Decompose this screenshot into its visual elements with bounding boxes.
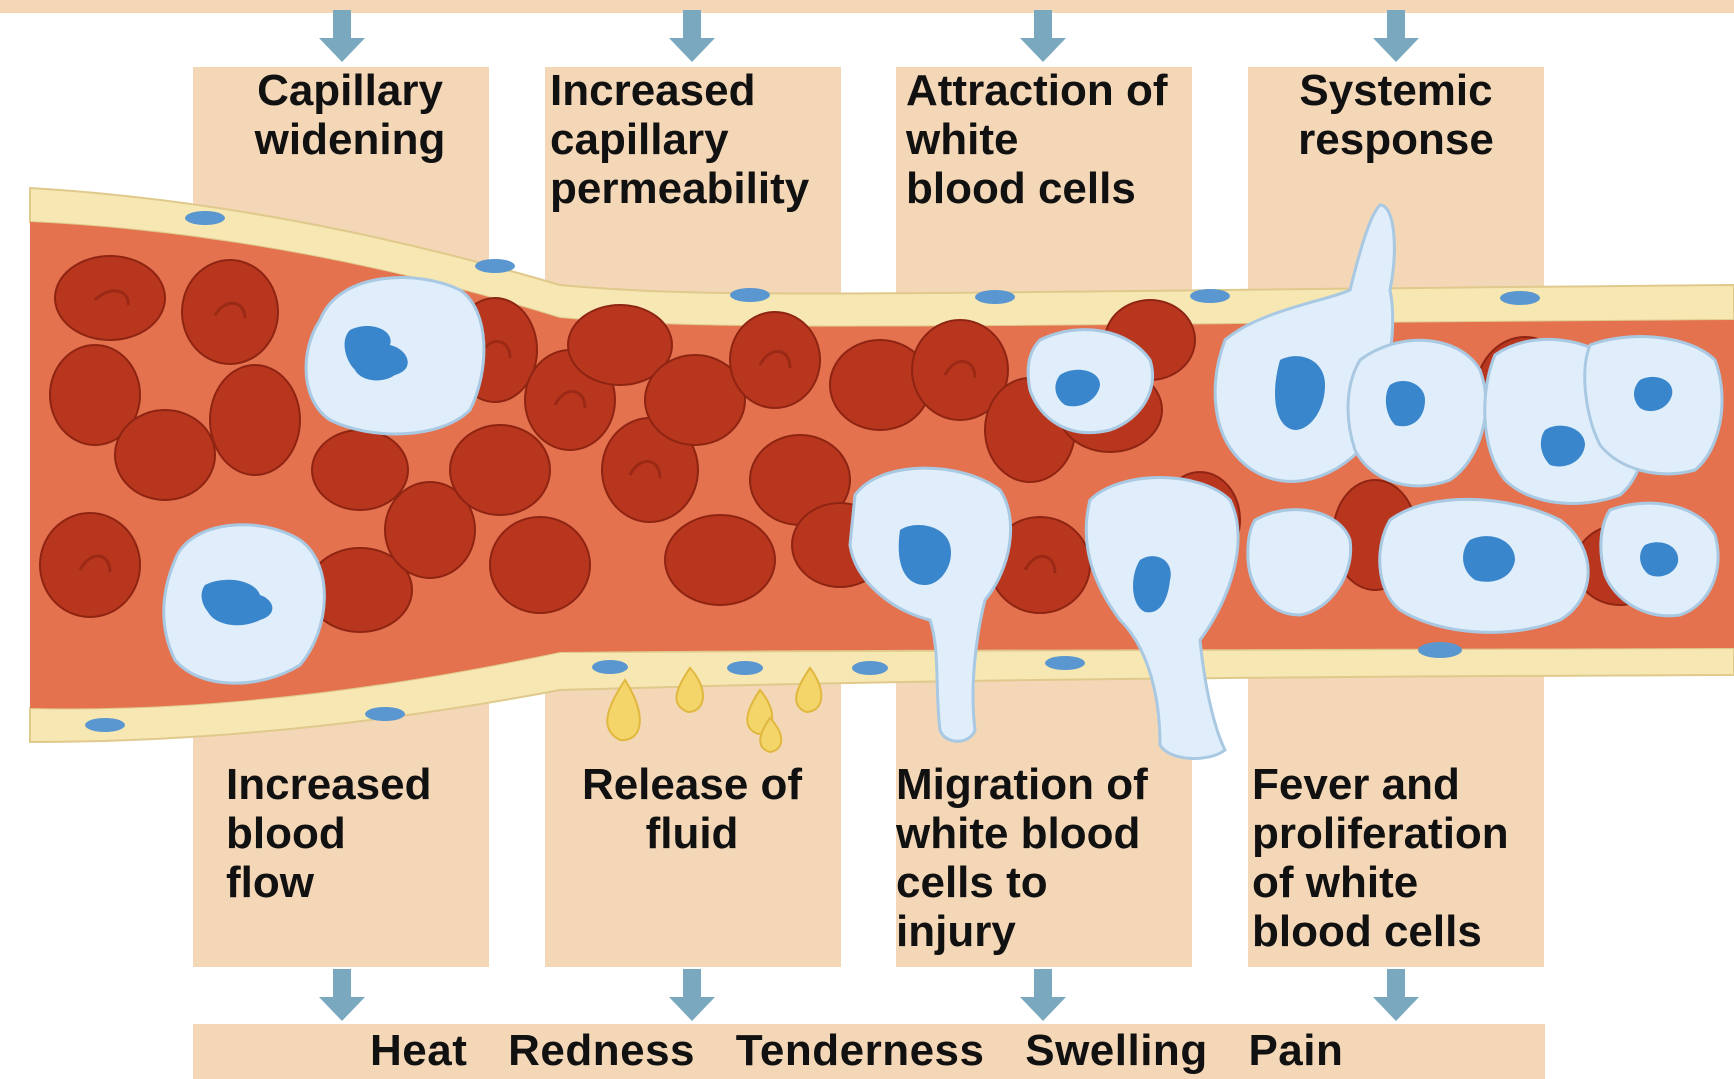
symptom-pain: Pain xyxy=(1248,1026,1343,1075)
label-fever-proliferation: Fever and proliferation of white blood c… xyxy=(1252,760,1509,956)
symptom-redness: Redness xyxy=(508,1026,695,1075)
label-increased-blood-flow: Increased blood flow xyxy=(226,760,431,907)
symptoms-row: Heat Redness Tenderness Swelling Pain xyxy=(370,1026,1357,1076)
label-migration-wbc: Migration of white blood cells to injury xyxy=(896,760,1148,956)
label-release-of-fluid: Release of fluid xyxy=(565,760,819,858)
symptom-swelling: Swelling xyxy=(1025,1026,1207,1075)
symptom-tenderness: Tenderness xyxy=(736,1026,985,1075)
symptom-heat: Heat xyxy=(370,1026,467,1075)
